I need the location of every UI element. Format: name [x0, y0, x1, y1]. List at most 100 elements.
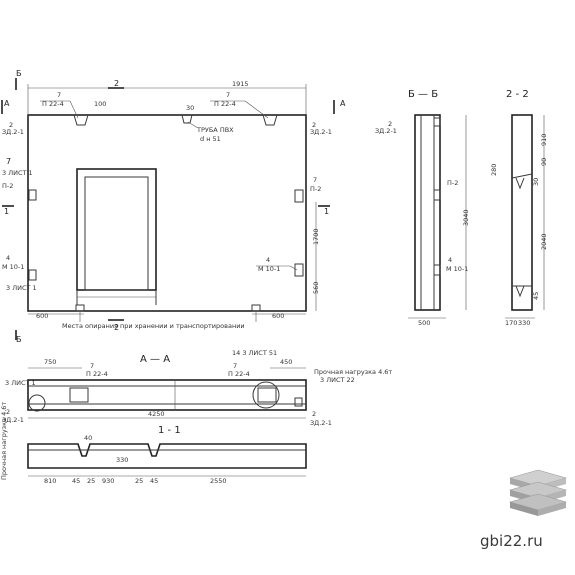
dim-top-100: 100: [94, 100, 106, 108]
bb-callout-m10: М 10-1: [446, 265, 468, 273]
lifting-loop-left: [73, 114, 89, 126]
dim-11-25b: 25: [135, 477, 143, 485]
callout-3-left: 3 ЛИСТ 1: [6, 284, 37, 292]
dim-22-2040: 2040: [540, 233, 548, 250]
dim-11-810: 810: [44, 477, 56, 485]
callout-zd-right: ЗД.2-1: [310, 128, 332, 136]
detail-circle-left: [28, 394, 46, 412]
dim-total-width: 1915: [232, 80, 249, 88]
section-mark-1-left: 1: [4, 207, 9, 216]
dim-bb-3040: 3040: [462, 209, 470, 226]
callout-p2-left: П-2: [2, 182, 13, 190]
embed-right-lower: [294, 263, 304, 277]
door-opening-outer: [76, 168, 157, 291]
callout-p2-right: П-2: [310, 185, 321, 193]
dim-22-330: 330: [518, 319, 530, 327]
callout-truba-2: d н 51: [200, 135, 221, 143]
aa-callout-p22-right: П 22-4: [228, 370, 250, 378]
aa-callout-p22-left: П 22-4: [86, 370, 108, 378]
embed-left-lower: [28, 269, 37, 281]
callout-m10-left: М 10-1: [2, 263, 24, 271]
aa-callout-2: 2: [6, 408, 10, 416]
callout-11-right: 7: [313, 176, 317, 184]
dim-22-90: 90: [540, 158, 548, 166]
section-mark-2-bottom: 2: [114, 323, 119, 332]
dim-1700: 1700: [312, 228, 320, 245]
bb-callout-p2: П-2: [447, 179, 458, 187]
aa-callout-7-left: 7: [90, 362, 94, 370]
aa-callout-list-left: 3 ЛИСТ 1: [5, 379, 36, 387]
title-section-11: 1 - 1: [158, 425, 181, 436]
note-support-points: Места опирания при хранении и транспорти…: [62, 322, 245, 330]
dim-bb-500: 500: [418, 319, 430, 327]
section-22: 2 - 2 910 90 2040 30 280 45 170 330: [490, 89, 548, 327]
dim-top-30: 30: [186, 104, 194, 112]
aa-note-list: 3 ЛИСТ 22: [320, 376, 355, 384]
dim-22-280: 280: [490, 164, 498, 176]
section-mark-a-left: А: [4, 99, 10, 108]
aa-callout-2-right: 2: [312, 410, 316, 418]
panel-outline: [27, 114, 307, 312]
pipe-inlet: [181, 114, 193, 124]
dim-22-30: 30: [532, 178, 540, 186]
main-elevation: 1915 100 30 7 П 22-4 7 П 22-4 ТРУБА ПВХ …: [1, 69, 346, 344]
section-mark-2-top: 2: [114, 79, 119, 88]
dim-11-2550: 2550: [210, 477, 227, 485]
callout-7-right: 7: [226, 91, 230, 99]
section-bb: Б — Б 2 ЗД.2-1 П-2 4 М 10-1 3040 500: [375, 89, 470, 327]
aa-callout-zd: ЗД.2-1: [2, 416, 24, 424]
dim-22-910: 910: [540, 134, 548, 146]
section-aa: А — А 750 450 7 П 22-4 7 П 22-4 14 3 ЛИС…: [2, 349, 392, 427]
section-mark-b-bottom: Б: [16, 335, 22, 344]
section-mark-1-right: 1: [324, 207, 329, 216]
brand-logo-icon: [508, 469, 568, 516]
lifting-loop-right: [262, 114, 278, 126]
callout-m10-right: М 10-1: [258, 265, 280, 273]
aa-note-load: Прочная нагрузка 4.6т: [314, 368, 392, 376]
brand-text[interactable]: gbi22.ru: [480, 532, 543, 550]
callout-4-right: 4: [266, 256, 270, 264]
aa-callout-zd-right: ЗД.2-1: [310, 419, 332, 427]
bb-callout-zd: ЗД.2-1: [375, 127, 397, 135]
s11-note-load: Прочная нагрузка 4.6т: [0, 402, 8, 480]
callout-list-left: 3 ЛИСТ 1: [2, 169, 33, 177]
embed-left-upper: [28, 189, 37, 201]
dim-22-45: 45: [532, 292, 540, 300]
callout-7-side: 7: [6, 157, 11, 166]
section-11: 1 - 1 40 330 810 45 25 930 25 45 2550 Пр…: [0, 402, 307, 485]
aa-callout-7-right: 7: [233, 362, 237, 370]
dim-aa-750: 750: [44, 358, 56, 366]
door-opening-inner: [84, 176, 149, 291]
callout-zd-left: ЗД.2-1: [2, 128, 24, 136]
title-section-22: 2 - 2: [506, 89, 529, 100]
callout-2-right: 2: [312, 121, 316, 129]
title-section-aa: А — А: [140, 354, 170, 365]
dim-11-330: 330: [116, 456, 128, 464]
dim-11-45b: 45: [150, 477, 158, 485]
dim-11-45a: 45: [72, 477, 80, 485]
callout-truba-1: ТРУБА ПВХ: [196, 126, 234, 134]
dim-left-600: 600: [36, 312, 48, 320]
callout-7-left: 7: [57, 91, 61, 99]
callout-4-left: 4: [6, 254, 10, 262]
section-mark-a-right: А: [340, 99, 346, 108]
support-block-left: [75, 304, 85, 312]
dim-560: 560: [312, 282, 320, 294]
dim-right-600: 600: [272, 312, 284, 320]
dim-aa-450: 450: [280, 358, 292, 366]
callout-p22-4-right: П 22-4: [214, 100, 236, 108]
dim-11-25a: 25: [87, 477, 95, 485]
bb-callout-4: 4: [448, 256, 452, 264]
dim-aa-4250: 4250: [148, 410, 165, 418]
aa-callout-list5: 14 3 ЛИСТ 51: [232, 349, 277, 357]
callout-2-left: 2: [9, 121, 13, 129]
embed-right-upper: [294, 189, 304, 203]
callout-p22-4-left: П 22-4: [42, 100, 64, 108]
dim-11-40: 40: [84, 434, 92, 442]
detail-circle-right: [252, 381, 280, 409]
dim-11-930: 930: [102, 477, 114, 485]
bb-callout-2: 2: [388, 120, 392, 128]
section-mark-b-top: Б: [16, 69, 22, 78]
support-block-right: [251, 304, 261, 312]
